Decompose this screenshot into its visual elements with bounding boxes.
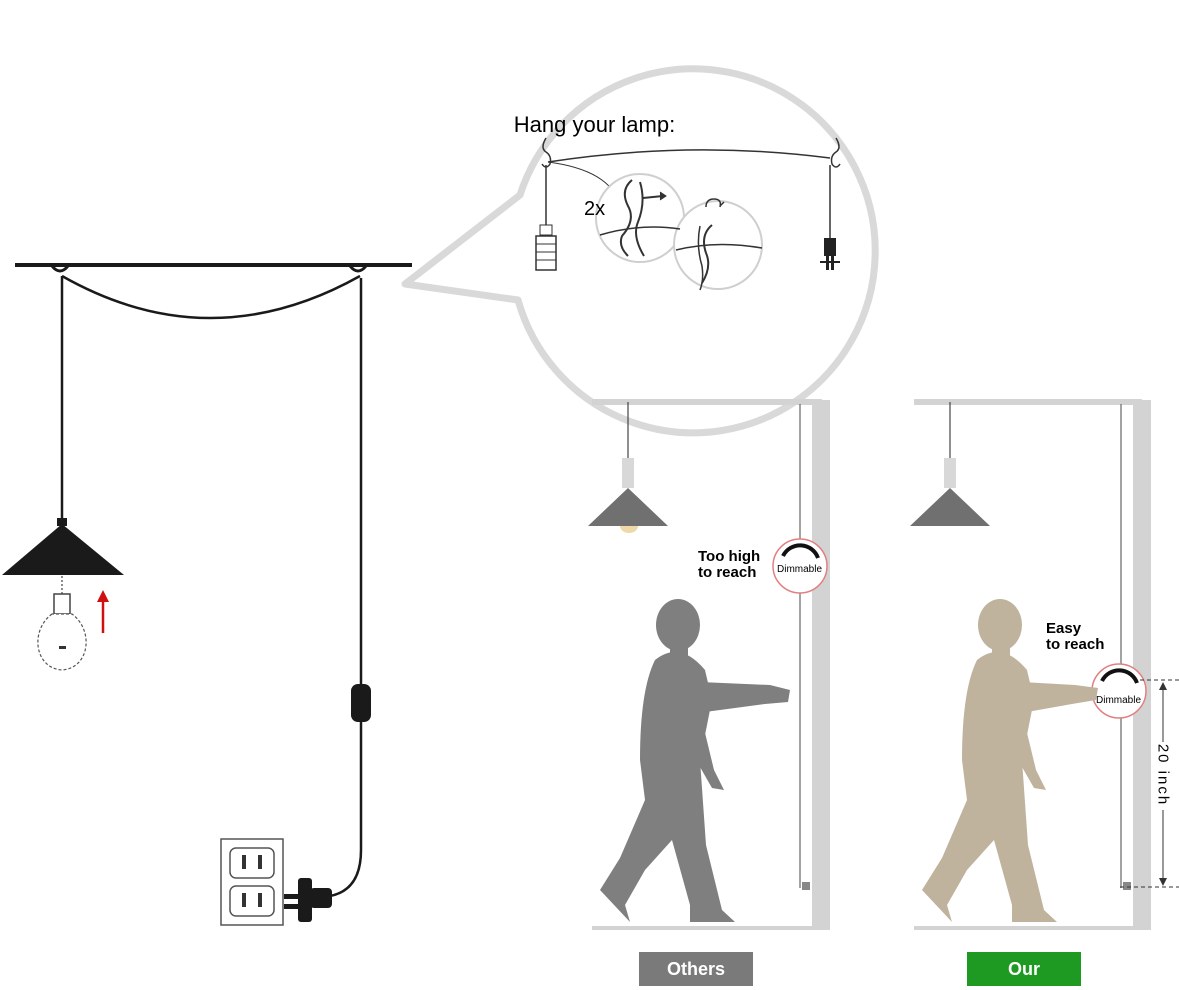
wall-outlet-icon [220, 838, 284, 926]
ours-switch-label: Dimmable [1096, 695, 1142, 706]
plug-icon [820, 238, 840, 270]
socket-icon [535, 224, 557, 271]
hook-count: 2x [584, 198, 606, 220]
others-badge: Others [639, 952, 753, 986]
others-note-line1: Too high [698, 548, 761, 565]
others-room [588, 399, 830, 930]
others-switch-label: Dimmable [777, 564, 823, 575]
lamp-shade-icon [2, 518, 124, 575]
ours-note: Easy to reach [1046, 621, 1104, 653]
person-silhouette [600, 599, 790, 922]
inline-switch-icon [351, 684, 371, 722]
plug-icon [284, 878, 332, 922]
our-room [910, 399, 1179, 930]
person-silhouette [922, 599, 1098, 922]
our-badge: Our [967, 952, 1081, 986]
measurement-label: 20 inch [1154, 743, 1172, 807]
others-note: Too high to reach [698, 549, 760, 581]
ours-note-line2: to reach [1046, 636, 1105, 653]
up-arrow-icon [97, 590, 109, 633]
height-measurement [1120, 679, 1179, 888]
light-bulb-icon [37, 593, 87, 671]
callout-title: Hang your lamp: [513, 112, 676, 137]
swag-cable [61, 274, 361, 320]
ours-note-line1: Easy [1046, 620, 1082, 637]
ceiling-line [15, 263, 412, 273]
others-note-line2: to reach [698, 564, 757, 581]
callout-bubble [401, 65, 879, 437]
